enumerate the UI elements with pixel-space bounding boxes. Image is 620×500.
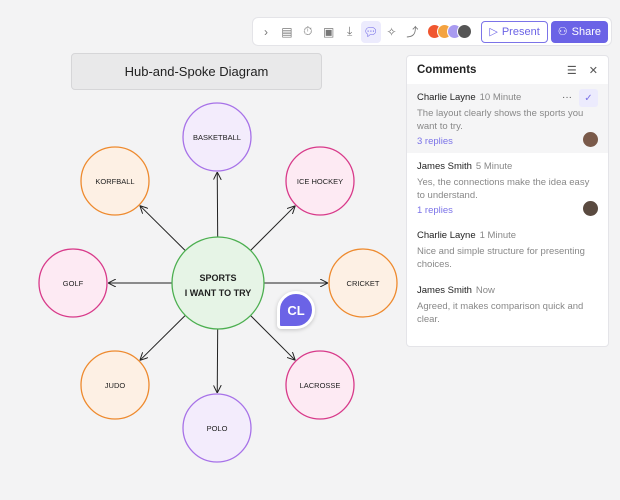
chevron-right-icon[interactable]: › bbox=[263, 24, 268, 39]
present-button[interactable]: ▷Present bbox=[481, 20, 548, 43]
comment-text: Yes, the connections make the idea easy … bbox=[417, 177, 590, 201]
comment-time: Now bbox=[475, 285, 495, 296]
spoke-label: LACROSSE bbox=[300, 381, 341, 390]
spoke-node[interactable]: POLO bbox=[182, 393, 252, 463]
comment-text: Nice and simple structure for presenting… bbox=[417, 246, 585, 270]
celebrate-icon[interactable]: ✧ bbox=[386, 24, 397, 39]
spoke-circle bbox=[80, 146, 150, 216]
play-icon: ▷ bbox=[489, 26, 498, 38]
spoke-label: POLO bbox=[207, 424, 228, 433]
comment-text: Agreed, it makes comparison quick and cl… bbox=[417, 301, 584, 325]
collaborator-avatars[interactable] bbox=[427, 24, 473, 39]
resolve-check-icon[interactable]: ✓ bbox=[579, 89, 598, 107]
comment-icon[interactable]: 💬︎ bbox=[360, 20, 381, 43]
more-icon[interactable]: ··· bbox=[562, 92, 572, 103]
comment-text: The layout clearly shows the sports you … bbox=[417, 108, 584, 132]
toolbar: › ▤ ⏱ ▣ ⤓ 💬︎ ✧ ⤴ ▷Present ⚇Share bbox=[252, 17, 612, 46]
spoke-circle bbox=[328, 248, 398, 318]
spoke-arrow bbox=[141, 315, 186, 359]
comment-time: 5 Minute bbox=[475, 161, 513, 172]
clipboard-user-icon[interactable]: ▣ bbox=[323, 24, 335, 39]
comment-author: James Smith bbox=[417, 285, 472, 296]
user-cursor-badge: CL bbox=[277, 291, 315, 329]
spoke-node[interactable]: BASKETBALL bbox=[182, 102, 252, 172]
spoke-label: ICE HOCKEY bbox=[297, 177, 343, 186]
hub-label-line1: SPORTS bbox=[199, 273, 236, 283]
avatar[interactable] bbox=[457, 24, 473, 39]
spoke-node[interactable]: ICE HOCKEY bbox=[285, 146, 355, 216]
close-icon[interactable]: ✕ bbox=[588, 64, 598, 77]
spoke-node[interactable]: CRICKET bbox=[328, 248, 398, 318]
spoke-circle bbox=[285, 350, 355, 420]
comment-time: 10 Minute bbox=[479, 92, 522, 103]
add-user-icon: ⚇ bbox=[557, 26, 568, 38]
comment-time: 1 Minute bbox=[479, 230, 517, 241]
spoke-node[interactable]: GOLF bbox=[38, 248, 108, 318]
spoke-arrow bbox=[141, 206, 186, 251]
spoke-label: GOLF bbox=[63, 279, 84, 288]
diagram-title[interactable]: Hub-and-Spoke Diagram bbox=[71, 53, 322, 90]
notes-icon[interactable]: ▤ bbox=[281, 24, 293, 39]
spoke-arrow bbox=[250, 315, 295, 360]
spoke-circle bbox=[80, 350, 150, 420]
comment-author: Charlie Layne bbox=[417, 92, 476, 103]
spoke-circle bbox=[38, 248, 108, 318]
spoke-label: KORFBALL bbox=[95, 177, 134, 186]
replies-link[interactable]: 3 replies bbox=[417, 136, 453, 147]
replies-link[interactable]: 1 replies bbox=[417, 205, 453, 216]
spoke-circle bbox=[285, 146, 355, 216]
hub-node[interactable]: SPORTS I WANT TO TRY bbox=[171, 236, 265, 330]
comment-author: James Smith bbox=[417, 161, 472, 172]
timer-icon[interactable]: ⏱ bbox=[303, 24, 313, 38]
avatar bbox=[583, 201, 598, 216]
spoke-label: BASKETBALL bbox=[193, 133, 241, 142]
share-button[interactable]: ⚇Share bbox=[550, 20, 608, 43]
spoke-label: JUDO bbox=[105, 381, 126, 390]
spoke-node[interactable]: KORFBALL bbox=[80, 146, 150, 216]
spoke-label: CRICKET bbox=[347, 279, 380, 288]
spoke-arrow bbox=[250, 206, 295, 251]
avatar bbox=[583, 132, 598, 147]
filter-icon[interactable]: ☰ bbox=[566, 64, 577, 77]
spoke-circle bbox=[182, 393, 252, 463]
spoke-node[interactable]: LACROSSE bbox=[285, 350, 355, 420]
download-icon[interactable]: ⤓ bbox=[346, 24, 353, 38]
hub-label-line2: I WANT TO TRY bbox=[185, 288, 252, 298]
comments-title: Comments bbox=[417, 64, 477, 76]
comment-author: Charlie Layne bbox=[417, 230, 476, 241]
spoke-node[interactable]: JUDO bbox=[80, 350, 150, 420]
spoke-circle bbox=[182, 102, 252, 172]
connector-icon[interactable]: ⤴ bbox=[406, 25, 419, 39]
